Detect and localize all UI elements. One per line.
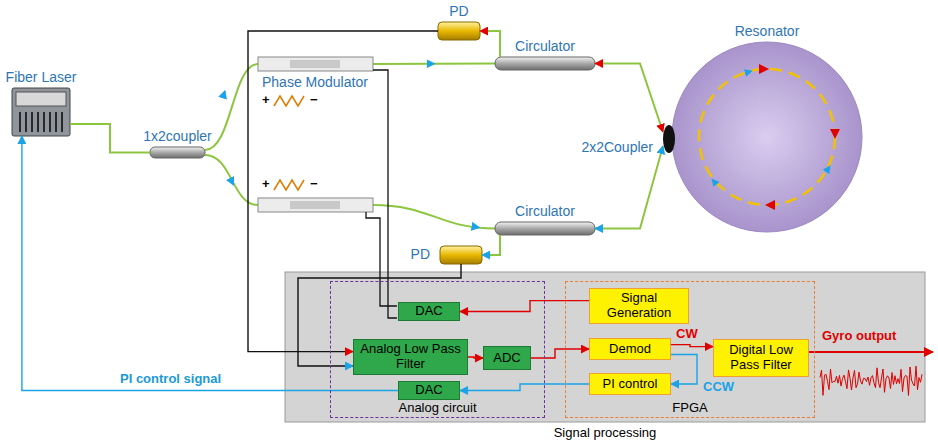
connector: [595, 146, 663, 229]
laser-body: [12, 88, 70, 136]
fiber-laser: Fiber Laser: [12, 88, 70, 136]
box-label: PI control: [603, 377, 658, 392]
polarity-sign: −: [310, 92, 318, 107]
modulator-body: [258, 198, 373, 212]
fiber: [373, 205, 495, 229]
noise-trace: [820, 366, 922, 395]
circulator-body: [495, 57, 595, 70]
box-label: DAC: [415, 383, 442, 398]
signal-panel: Signal processingAnalog circuitDACAnalog…: [285, 272, 925, 422]
box-label: DAC: [415, 304, 442, 319]
connector: [22, 136, 398, 391]
resonator: Resonator: [672, 42, 862, 232]
part-label: Circulator: [515, 203, 575, 219]
edge-label: CW: [676, 326, 698, 341]
fiber-arrow: [222, 94, 224, 100]
part-label: Analog circuit: [398, 400, 476, 415]
process-box: Digital Low Pass Filter: [713, 339, 809, 377]
fiber-arrow: [470, 226, 476, 227]
modulator-plate: [290, 60, 340, 68]
box-label: Analog Low Pass Filter: [358, 342, 463, 372]
process-box: PI control: [589, 373, 671, 395]
dac-box: DAC: [398, 381, 460, 400]
fiber-arrow: [230, 178, 232, 182]
cw-arrow: [835, 130, 836, 138]
connector: [671, 355, 697, 385]
part-label: PD: [449, 3, 468, 19]
adc-box: ADC: [483, 346, 531, 370]
process-box: Demod: [589, 338, 671, 360]
output-label: Gyro output: [822, 328, 896, 343]
part-label: Fiber Laser: [6, 69, 77, 85]
coupler-body: [150, 147, 205, 158]
box-label: Digital Low Pass Filter: [718, 343, 804, 373]
connector: [460, 301, 589, 312]
coupler-1x2: 1x2coupler: [150, 147, 205, 158]
part-label: Signal processing: [554, 425, 657, 440]
fiber-arrow: [425, 63, 431, 64]
light-path: [699, 69, 835, 205]
fiber: [373, 63, 495, 66]
ccw-arrow: [712, 179, 717, 185]
part-label: PD: [411, 246, 430, 262]
box-label: ADC: [493, 351, 520, 366]
part-label: 2x2Coupler: [581, 139, 653, 155]
analog-group: Analog circuit DAC Analog Low Pass Filter A…: [330, 281, 545, 418]
filter-box: Analog Low Pass Filter: [353, 339, 468, 375]
connector: [468, 357, 483, 358]
cw-arrow: [760, 69, 768, 70]
photodiode: [440, 246, 482, 264]
ccw-arrow: [745, 71, 752, 73]
box-label: Signal Generation: [594, 291, 684, 321]
ramp-wave: [274, 96, 304, 106]
edge-label: PI control signal: [120, 371, 221, 386]
laser-panel: [16, 92, 66, 106]
photodiode: [438, 22, 480, 40]
coupler-2x2: [663, 125, 675, 153]
dac-box: DAC: [398, 302, 460, 321]
process-box: Signal Generation: [589, 288, 689, 324]
circulator: Circulator: [495, 57, 595, 70]
phase-modulator: Phase Modulator: [258, 57, 373, 71]
signal-panel: [285, 272, 925, 422]
circulator-body: [495, 222, 595, 235]
edge-label: CCW: [703, 379, 734, 394]
fiber: [205, 64, 258, 150]
connector: [460, 384, 589, 391]
part-label: FPGA: [672, 400, 707, 415]
photodiode: PD: [440, 246, 482, 264]
connector: [595, 64, 663, 133]
resonator-disk: [672, 42, 862, 232]
modulator-plate: [290, 201, 340, 209]
drive-wire: [366, 212, 397, 306]
fiber: [205, 155, 258, 205]
part-label: Phase Modulator: [262, 74, 368, 90]
ramp-wave: [274, 180, 304, 190]
photodiode: PD: [438, 22, 480, 40]
output-arrow: [808, 351, 933, 353]
connector: [671, 345, 713, 347]
circulator: Circulator: [495, 222, 595, 235]
coupler-2x2: 2x2Coupler: [663, 125, 675, 153]
polarity-sign: +: [262, 176, 270, 191]
cw-arrow: [766, 205, 774, 206]
laser-pins: [20, 112, 62, 132]
part-label: 1x2coupler: [143, 128, 212, 144]
polarity-sign: +: [262, 92, 270, 107]
modulator-body: [258, 57, 373, 71]
connector: [70, 124, 150, 153]
connector: [482, 235, 500, 255]
part-label: Circulator: [515, 38, 575, 54]
ccw-arrow: [826, 166, 830, 172]
box-label: Demod: [609, 342, 651, 357]
fpga-group: FPGA Signal GenerationDemod PI control Digi…: [565, 281, 815, 418]
connector: [480, 31, 500, 57]
polarity-sign: −: [310, 176, 318, 191]
connector: [531, 349, 589, 358]
part-label: Resonator: [735, 23, 800, 39]
